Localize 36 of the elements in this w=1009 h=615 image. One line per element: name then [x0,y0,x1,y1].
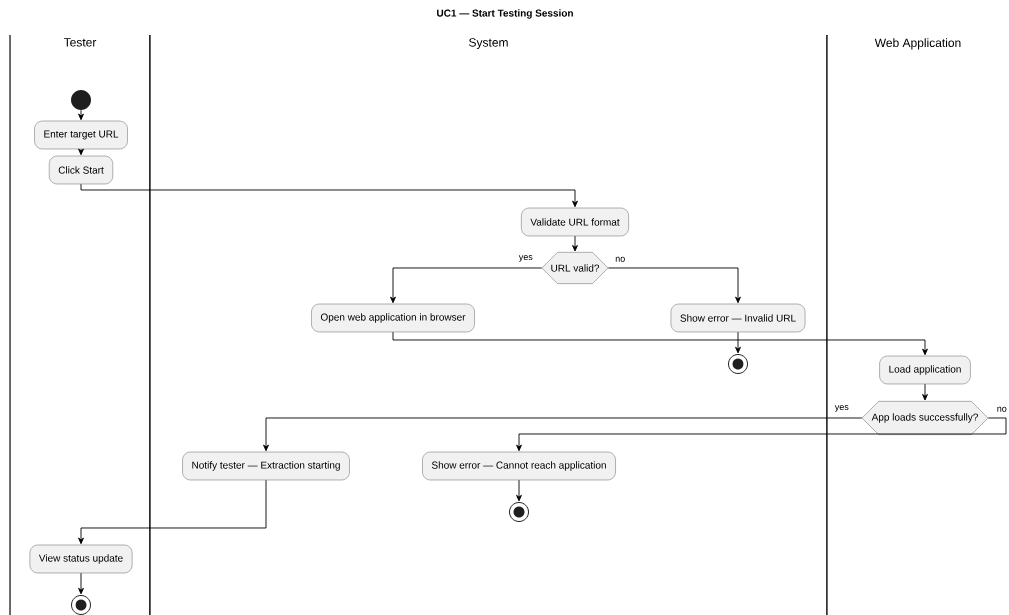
node-label: System [469,38,508,50]
edge-label: yes [834,405,849,412]
edge-label: no [615,256,625,262]
activity-box: Enter target URL [34,120,128,150]
arrow [78,109,84,121]
arrow [263,417,863,452]
arrow [607,267,741,304]
activity-box: Validate URL format [521,207,629,237]
arrow [78,479,267,545]
arrow [392,331,928,356]
edge-label: yes [518,255,533,262]
activity-box: Show error — Cannot reach application [422,451,616,481]
activity-box: View status update [29,544,133,574]
end-node [509,502,529,522]
start-node [71,90,91,110]
arrow [572,235,578,252]
end-node [728,354,748,374]
edge-label: no [997,406,1007,412]
arrow [735,331,741,354]
activity-box: Open web application in browser [311,303,475,333]
title: UC1 — Start Testing Session [437,9,573,19]
activity-box: Notify tester — Extraction starting [182,451,350,481]
arrow [516,417,1007,452]
activity-box: Load application [879,355,971,385]
decision-hexagon: App loads successfully? [861,401,989,435]
arrow [516,479,522,502]
arrow [78,572,84,595]
node-label: Web Application [874,38,961,50]
activity-box: Show error — Invalid URL [670,303,806,333]
arrow [80,183,578,208]
arrow [390,267,543,304]
arrow [922,383,928,401]
arrow [78,148,84,156]
end-node [71,595,91,615]
activity-box: Click Start [49,155,113,185]
decision-hexagon: URL valid? [541,252,609,284]
